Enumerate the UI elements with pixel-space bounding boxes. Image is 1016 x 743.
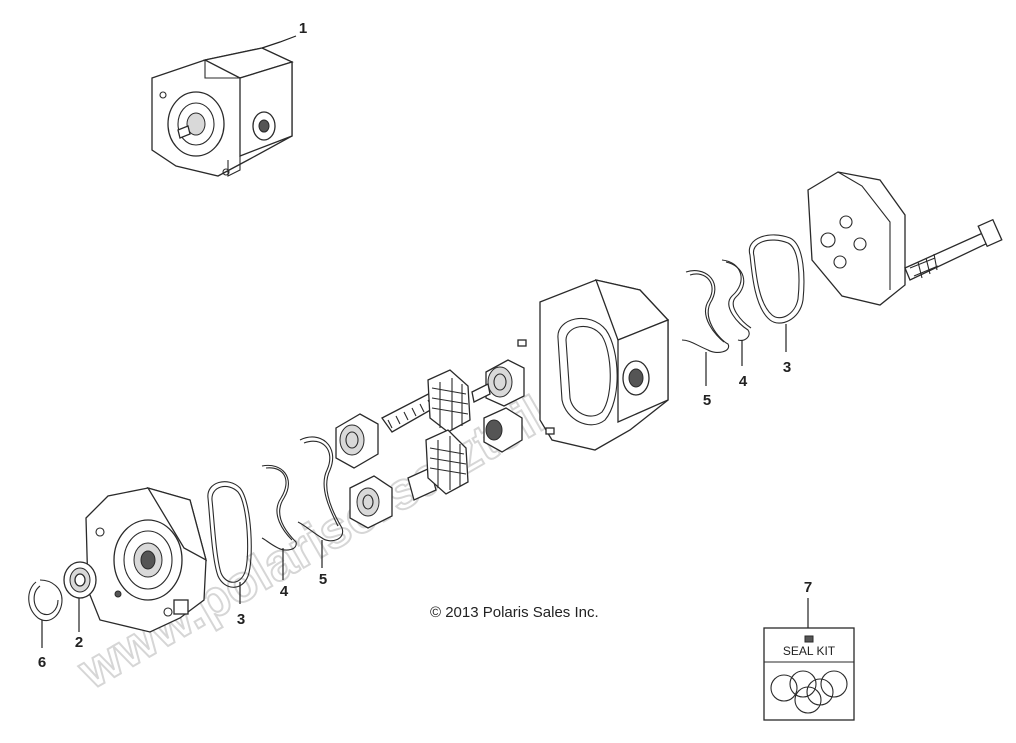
through-bolt[interactable] (904, 218, 1003, 281)
callout-2: 2 (75, 634, 83, 651)
o-ring-right[interactable] (748, 234, 805, 324)
pump-assembly-part-1[interactable] (151, 47, 294, 177)
front-mounting-flange[interactable] (85, 486, 208, 633)
driven-gear[interactable] (407, 429, 469, 501)
bearing-block-right-upper[interactable] (485, 359, 525, 407)
copyright-notice: © 2013 Polaris Sales Inc. (430, 604, 599, 621)
bearing-block-left-upper[interactable] (335, 413, 379, 469)
callout-6: 6 (38, 654, 46, 671)
bearing-block-right-lower[interactable] (483, 407, 523, 453)
callout-4-right: 4 (739, 373, 748, 390)
gear-housing[interactable] (517, 279, 670, 451)
seal-clip-right-4[interactable] (721, 259, 752, 341)
retaining-ring[interactable] (28, 579, 63, 622)
callout-5-right: 5 (703, 392, 711, 409)
seal-clip-left-4[interactable] (261, 464, 297, 551)
callout-7: 7 (804, 579, 812, 596)
seal-clip-right-5[interactable] (681, 270, 730, 353)
callout-4-left: 4 (280, 583, 289, 600)
callout-3-right: 3 (783, 359, 791, 376)
bearing-block-left-lower[interactable] (349, 475, 393, 529)
seal-clip-left-5[interactable] (297, 436, 344, 542)
shaft-seal[interactable] (63, 561, 97, 599)
callout-5-left: 5 (319, 571, 327, 588)
end-plate[interactable] (807, 171, 906, 306)
callout-1: 1 (299, 20, 307, 37)
seal-kit[interactable]: SEAL KIT (763, 627, 855, 721)
leader-lines (41, 35, 809, 648)
seal-kit-label: SEAL KIT (783, 644, 836, 658)
callout-3-left: 3 (237, 611, 245, 628)
o-ring-left[interactable] (207, 481, 252, 588)
drive-gear-shaft[interactable] (381, 369, 491, 433)
